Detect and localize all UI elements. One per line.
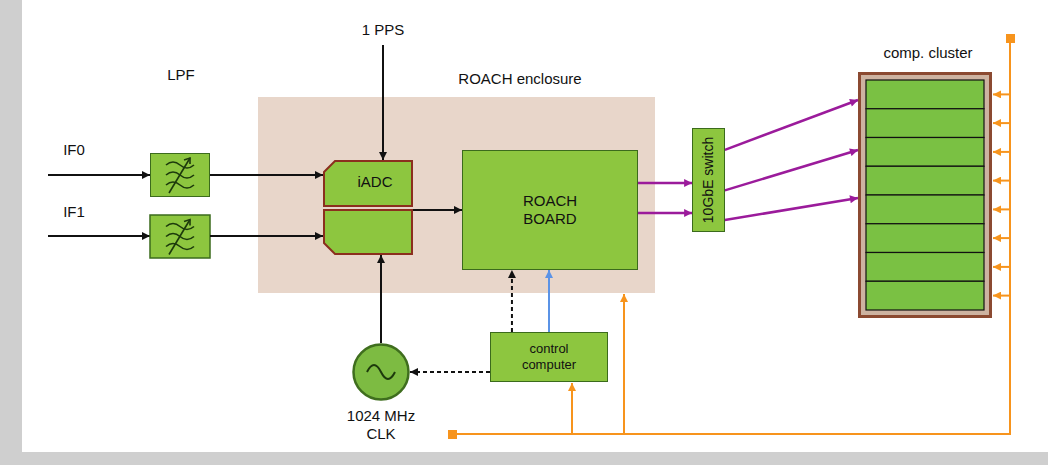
cluster-box: comp. cluster: [858, 72, 992, 318]
clock-oscillator: 1024 MHz CLK: [352, 343, 410, 401]
signal-arrow: [511, 270, 513, 332]
filter-symbol: [166, 220, 194, 255]
switch-box: 10GbE switch: [692, 128, 725, 232]
if-wire: [48, 235, 150, 237]
sine-symbol: [367, 365, 395, 379]
signal-arrow: [413, 209, 462, 211]
signal-arrow: [725, 150, 858, 190]
filter-box: [150, 215, 210, 258]
filter-box: LPF: [150, 153, 210, 197]
signal-arrow: [638, 212, 692, 215]
network-bus: [452, 38, 1010, 434]
node-label: 1024 MHz CLK: [341, 407, 421, 443]
board-box: ROACH BOARD: [462, 150, 638, 270]
signal-arrow: [725, 198, 858, 220]
pps-wire: [382, 45, 384, 160]
signal-name: IF0: [63, 141, 85, 159]
bus-terminal: [448, 430, 457, 439]
node-label: control computer: [508, 341, 590, 372]
node-label: ROACH enclosure: [458, 70, 581, 88]
signal-name: 1 PPS: [362, 21, 405, 39]
filter-symbol: [166, 158, 194, 193]
filter-wire: [210, 235, 323, 237]
bus-terminal: [1006, 34, 1015, 43]
enclosure-fill: [258, 97, 655, 293]
node-label: ROACH BOARD: [505, 192, 595, 228]
signal-arrow: [210, 174, 323, 176]
node-label: comp. cluster: [883, 44, 972, 62]
signal-arrow: [725, 100, 858, 150]
oscillator-outline: [352, 343, 410, 401]
computer-box: control computer: [490, 332, 608, 382]
adc-block: iADC: [323, 160, 413, 255]
node-label: LPF: [167, 66, 195, 84]
node-label: 10GbE switch: [700, 137, 717, 223]
cluster-rows: [866, 80, 984, 310]
signal-arrow: [410, 371, 490, 373]
enclosure-band: ROACH enclosureiADCROACH BOARD: [258, 97, 655, 293]
signal-arrow: [548, 270, 550, 332]
node-label: iADC: [337, 173, 413, 191]
if-wire: [48, 174, 150, 176]
signal-name: IF1: [63, 203, 85, 221]
signal-arrow: [380, 255, 382, 343]
signal-arrow: [638, 182, 692, 185]
